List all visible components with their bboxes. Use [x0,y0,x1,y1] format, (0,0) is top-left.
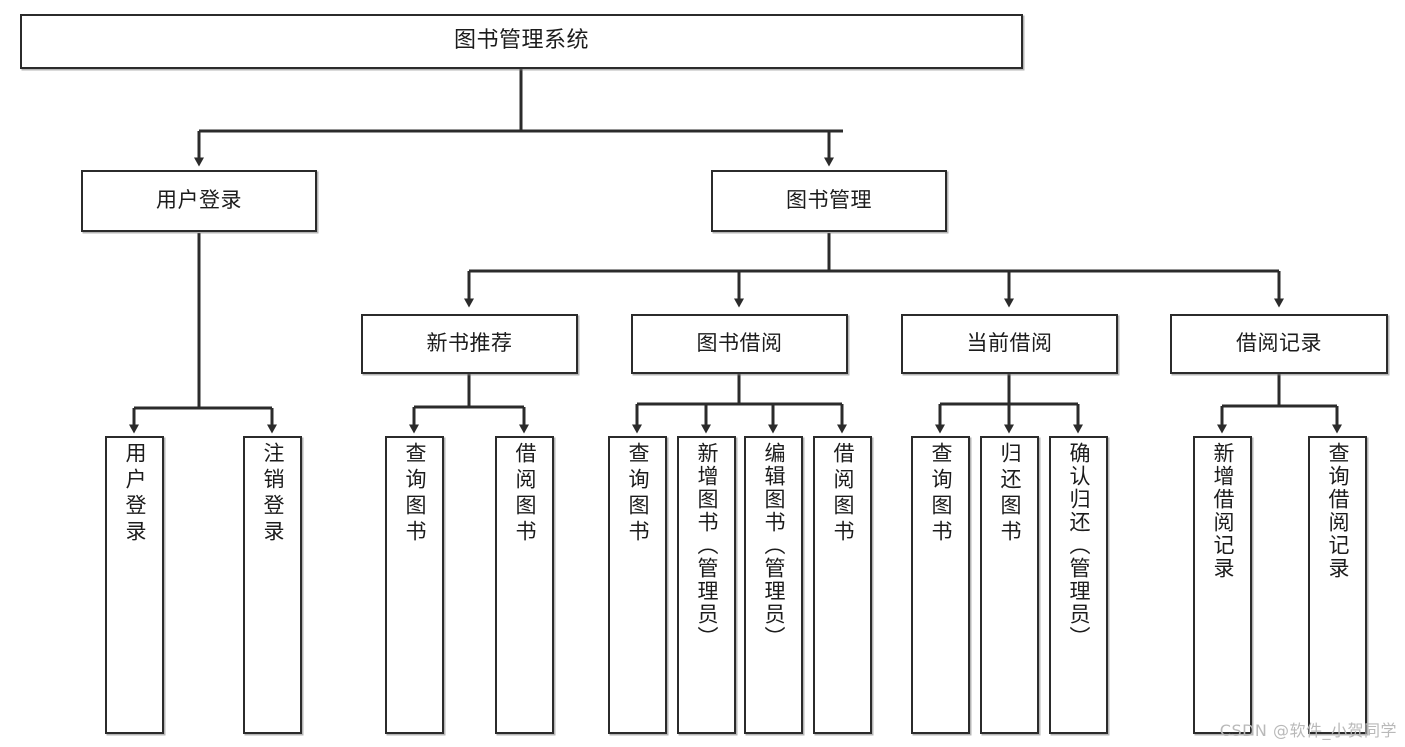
node-label: 查询图书 [403,442,427,546]
node-label: 新增图书（管理员） [695,442,719,649]
node-label: 归还图书 [998,442,1022,546]
node-leaf-query-borrow-record[interactable]: 查询借阅记录 [1308,436,1367,734]
watermark-text: CSDN @软件_小贺同学 [1219,721,1397,740]
node-leaf-edit-book-admin[interactable]: 编辑图书（管理员） [744,436,803,734]
node-label: 图书管理 [786,188,872,213]
node-leaf-query-book-borrow[interactable]: 查询图书 [608,436,667,734]
node-leaf-borrow-book-recommend[interactable]: 借阅图书 [495,436,554,734]
node-user-login[interactable]: 用户登录 [81,170,317,232]
node-leaf-borrow-book[interactable]: 借阅图书 [813,436,872,734]
node-label: 注销登录 [261,442,285,546]
node-label: 查询借阅记录 [1326,442,1350,580]
node-label: 借阅记录 [1236,331,1322,356]
node-leaf-logout-login[interactable]: 注销登录 [243,436,302,734]
node-label: 当前借阅 [966,331,1053,356]
node-label: 借阅图书 [513,442,537,546]
node-label: 图书管理系统 [453,28,589,54]
node-leaf-query-book-recommend[interactable]: 查询图书 [385,436,444,734]
node-leaf-confirm-return-admin[interactable]: 确认归还（管理员） [1049,436,1108,734]
node-label: 用户登录 [123,442,147,546]
node-book-manage[interactable]: 图书管理 [711,170,947,232]
node-label: 新增借阅记录 [1211,442,1235,580]
node-label: 用户登录 [156,188,242,213]
node-leaf-return-book[interactable]: 归还图书 [980,436,1039,734]
node-current-borrow[interactable]: 当前借阅 [901,314,1118,374]
node-label: 编辑图书（管理员） [762,442,786,649]
node-book-borrow[interactable]: 图书借阅 [631,314,848,374]
node-root-system[interactable]: 图书管理系统 [20,14,1023,69]
node-borrow-record[interactable]: 借阅记录 [1170,314,1388,374]
node-label: 借阅图书 [831,442,855,546]
node-leaf-query-book-current[interactable]: 查询图书 [911,436,970,734]
node-new-book-recommend[interactable]: 新书推荐 [361,314,578,374]
node-label: 查询图书 [626,442,650,546]
node-label: 图书借阅 [696,331,783,356]
node-leaf-user-login[interactable]: 用户登录 [105,436,164,734]
node-label: 新书推荐 [426,331,513,356]
node-leaf-add-borrow-record[interactable]: 新增借阅记录 [1193,436,1252,734]
node-label: 确认归还（管理员） [1067,442,1091,649]
node-label: 查询图书 [929,442,953,546]
node-leaf-add-book-admin[interactable]: 新增图书（管理员） [677,436,736,734]
